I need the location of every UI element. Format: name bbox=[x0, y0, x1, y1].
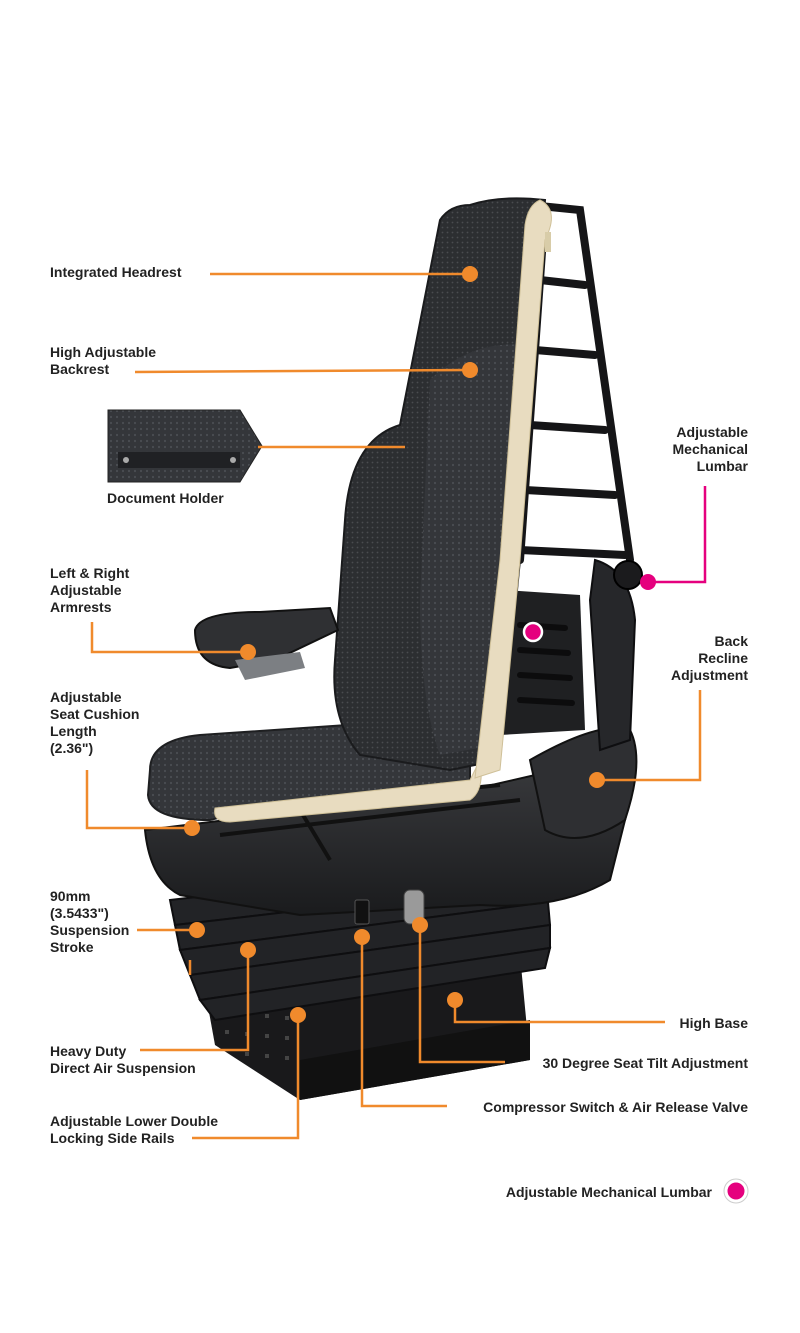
pink-dot-icon-ring bbox=[723, 1178, 749, 1204]
lumbar-marker-dot bbox=[640, 574, 656, 590]
marker-dot-headrest bbox=[462, 266, 478, 282]
back-bracket bbox=[588, 558, 643, 752]
orange-dots bbox=[184, 266, 605, 1023]
label-suspension-stroke: 90mm (3.5433") Suspension Stroke bbox=[50, 888, 130, 955]
label-adjustable-mechanical-lumbar: Adjustable Mechanical Lumbar bbox=[672, 424, 748, 474]
label-back-recline: Back Recline Adjustment bbox=[671, 633, 748, 683]
label-side-rails: Adjustable Lower Double Locking Side Rai… bbox=[50, 1113, 219, 1146]
backrest-plate bbox=[500, 590, 585, 735]
pink-dot-icon bbox=[724, 1179, 748, 1203]
marker-dot-switch bbox=[354, 929, 370, 945]
document-holder-image bbox=[107, 409, 263, 483]
marker-dot-armrest bbox=[240, 644, 256, 660]
label-armrests: Left & Right Adjustable Armrests bbox=[50, 565, 130, 615]
label-seat-tilt: 30 Degree Seat Tilt Adjustment bbox=[542, 1055, 748, 1071]
marker-dot-base bbox=[447, 992, 463, 1008]
label-high-base: High Base bbox=[679, 1015, 748, 1031]
lumbar-marker-dot-seat bbox=[522, 621, 544, 643]
marker-dot-stroke bbox=[189, 922, 205, 938]
label-high-adjustable-backrest: High Adjustable Backrest bbox=[50, 344, 157, 377]
seat-pan-body bbox=[143, 727, 638, 925]
marker-dot-cushion bbox=[184, 820, 200, 836]
marker-dot-rails bbox=[290, 1007, 306, 1023]
label-document-holder: Document Holder bbox=[107, 490, 224, 506]
label-compressor-switch: Compressor Switch & Air Release Valve bbox=[483, 1099, 748, 1115]
lumbar-leader-line bbox=[650, 486, 707, 584]
label-air-suspension: Heavy Duty Direct Air Suspension bbox=[50, 1043, 196, 1076]
label-seat-cushion-length: Adjustable Seat Cushion Length (2.36") bbox=[50, 689, 140, 756]
marker-dot-tilt bbox=[412, 917, 428, 933]
label-integrated-headrest: Integrated Headrest bbox=[50, 264, 182, 280]
armrest-shape bbox=[193, 606, 340, 680]
backrest-shape bbox=[333, 197, 552, 779]
marker-dot-recline bbox=[589, 772, 605, 788]
marker-dot-bellows bbox=[240, 942, 256, 958]
legend-lumbar-label: Adjustable Mechanical Lumbar bbox=[505, 1184, 712, 1200]
marker-dot-backrest bbox=[462, 362, 478, 378]
